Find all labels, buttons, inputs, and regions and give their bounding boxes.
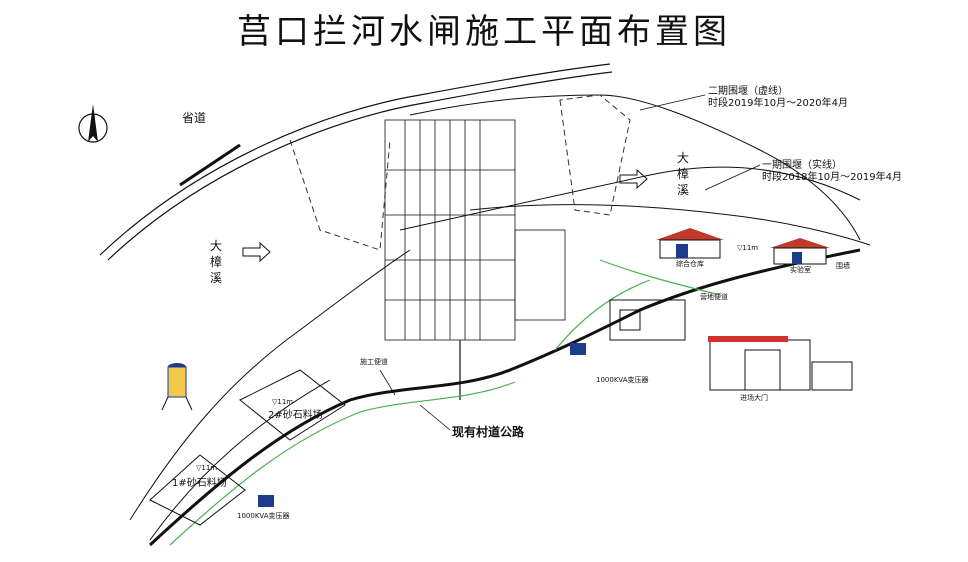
page-title: 莒口拦河水闸施工平面布置图 [237,12,731,52]
site-road-label: 施工便道 [360,358,388,366]
phase2-period-label: 时段2019年10月～2020年4月 [708,98,848,109]
transformer-2-label: 1000KVA变压器 [237,512,290,520]
river-label-right: 大樟溪 [676,151,689,197]
river-label-left: 大樟溪 [209,239,222,285]
sand-yard-1-label: 1#砂石料场 [172,478,227,489]
provincial-road-label: 省道 [182,111,207,125]
north-arrow-icon [78,104,108,143]
site-road-path [148,248,861,547]
sign-box-1: ▽11m [196,464,218,472]
sluice-structure [384,119,566,400]
lab-building-icon [770,238,830,265]
lab-label: 实验室 [790,266,811,274]
transformer-1-icon [570,343,586,355]
phase1-cofferdam-label: 一期围堰（实线） [762,160,842,171]
river-banks [129,94,871,541]
existing-road-label: 现有村道公路 [452,425,525,439]
phase1-period-label: 时段2018年10月～2019年4月 [762,172,902,183]
gate-label: 进场大门 [740,394,768,402]
sand-yard-2-label: 2#砂石料场 [268,410,323,421]
warehouse-label: 综合仓库 [676,260,704,268]
phase2-cofferdam-label: 二期围堰（虚线） [708,86,788,97]
office-compound [609,299,686,341]
transformer-1-label: 1000KVA变压器 [596,376,649,384]
phase2-cofferdam [289,94,631,251]
warehouse-building-icon [656,228,724,259]
site-access-label: 营地便道 [700,293,728,301]
fence-label: 围墙 [836,262,850,270]
gate-plan [708,336,853,391]
sign-box-3: ▽11m [737,244,759,252]
leader-lines [379,94,761,431]
sign-box-2: ▽11m [272,398,294,406]
provincial-road [99,63,613,261]
gravel-yards [149,369,346,526]
flow-arrow-icon [242,168,648,263]
transformer-2-icon [258,495,274,507]
silo-icon [161,363,193,411]
